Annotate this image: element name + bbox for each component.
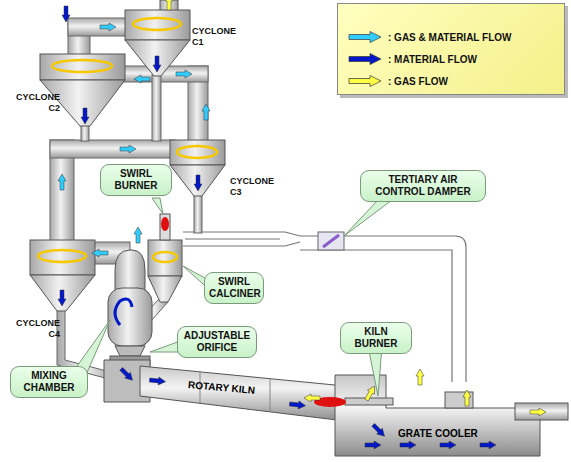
callout-bubble: SWIRL CALCINER bbox=[204, 272, 264, 304]
callout-bubble: SWIRL BURNER bbox=[100, 164, 172, 196]
callout-text: SWIRL CALCINER bbox=[209, 276, 259, 300]
legend-arrow bbox=[348, 53, 382, 65]
tertiary-air-duct bbox=[183, 232, 466, 382]
legend-arrow bbox=[348, 31, 382, 43]
callout-text: KILN BURNER bbox=[345, 326, 407, 350]
callout-text: MIXING CHAMBER bbox=[15, 370, 83, 394]
legend-box: : GAS & MATERIAL FLOW : MATERIAL FLOW : GA… bbox=[337, 3, 565, 95]
callout-tails bbox=[70, 198, 392, 396]
callout-bubble: KILN BURNER bbox=[340, 322, 412, 354]
legend-text: : GAS FLOW bbox=[388, 76, 448, 87]
legend-row: : GAS & MATERIAL FLOW bbox=[348, 26, 558, 48]
cyclone-label: CYCLONE C3 bbox=[230, 176, 280, 199]
legend-text: : MATERIAL FLOW bbox=[388, 54, 477, 65]
callout-text: TERTIARY AIR CONTROL DAMPER bbox=[365, 174, 481, 198]
callout-bubble: MIXING CHAMBER bbox=[10, 366, 88, 398]
legend-row: : MATERIAL FLOW bbox=[348, 48, 558, 70]
equipment-label: GRATE COOLER bbox=[398, 428, 478, 439]
riser-mixing-chamber bbox=[108, 250, 152, 366]
cyclone-label: CYCLONE C1 bbox=[192, 26, 242, 49]
grate-cooler bbox=[314, 375, 568, 456]
swirls bbox=[38, 18, 217, 262]
cyclone-label: CYCLONE C2 bbox=[4, 92, 60, 115]
cyclone-label: CYCLONE C4 bbox=[4, 318, 60, 341]
callout-bubble: TERTIARY AIR CONTROL DAMPER bbox=[360, 170, 486, 202]
tertiary-damper bbox=[318, 232, 344, 250]
legend-arrow bbox=[348, 75, 382, 87]
rotary-kiln bbox=[104, 360, 345, 421]
callout-text: SWIRL BURNER bbox=[105, 168, 167, 192]
legend-row: : GAS FLOW bbox=[348, 70, 558, 92]
callout-bubble: ADJUSTABLE ORIFICE bbox=[177, 326, 257, 358]
callout-text: ADJUSTABLE ORIFICE bbox=[182, 330, 252, 354]
legend-text: : GAS & MATERIAL FLOW bbox=[388, 32, 512, 43]
